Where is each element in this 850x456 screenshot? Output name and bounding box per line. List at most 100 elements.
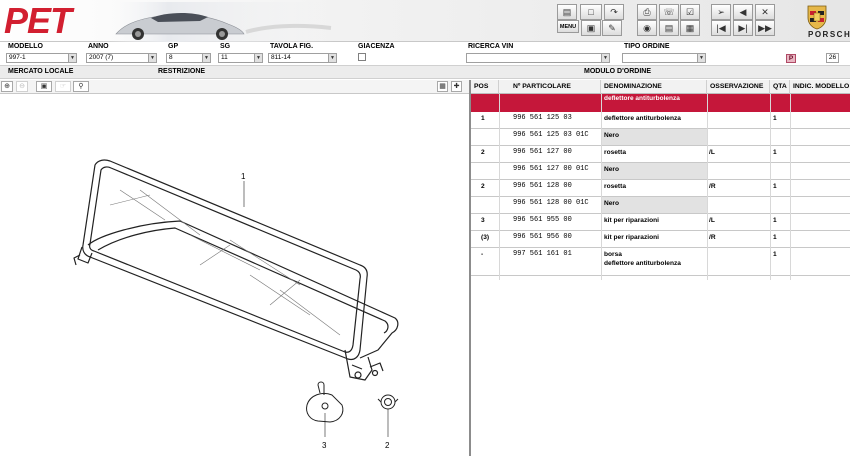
last-page-button[interactable]: ▶| xyxy=(733,20,753,36)
part-number-cell: 996 561 125 03 xyxy=(513,114,572,122)
col-header-qty[interactable]: QTA xyxy=(770,80,790,94)
gp-label: GP xyxy=(168,43,179,50)
mercato-locale-label[interactable]: MERCATO LOCALE xyxy=(8,68,74,75)
col-header-part-number[interactable]: Nº PARTICOLARE xyxy=(499,80,601,94)
close-icon: ✕ xyxy=(761,6,769,17)
zoom-out-button[interactable]: ⊖ xyxy=(16,81,28,92)
observation-cell: /L xyxy=(709,217,715,224)
col-divider xyxy=(770,94,771,280)
observation-cell: /R xyxy=(709,183,716,190)
pin-button[interactable]: ➢ xyxy=(711,4,731,20)
giacenza-checkbox[interactable] xyxy=(358,53,366,61)
sg-value: 11 xyxy=(221,54,228,61)
first-page-button[interactable]: |◀ xyxy=(711,20,731,36)
frame-button[interactable]: ▣ xyxy=(581,20,601,36)
pos-cell: - xyxy=(481,251,484,258)
ricerca-vin-select[interactable]: ▼ xyxy=(466,53,610,63)
part-number-cell: 996 561 127 00 xyxy=(513,148,572,156)
tools-button[interactable]: ✎ xyxy=(602,20,622,36)
fax-button[interactable]: ☏ xyxy=(659,4,679,20)
callout-2: 2 xyxy=(385,441,390,450)
camera-icon: ◉ xyxy=(643,22,651,33)
document-icon: ▤ xyxy=(664,22,674,33)
qty-cell: 1 xyxy=(773,183,777,190)
tools-icon: ✎ xyxy=(608,22,616,33)
modello-select[interactable]: 997-1▼ xyxy=(6,53,77,63)
chevron-down-icon: ▼ xyxy=(202,54,210,62)
gp-select[interactable]: 8▼ xyxy=(166,53,211,63)
tavola-select[interactable]: 811-14▼ xyxy=(268,53,337,63)
zoom-in-button[interactable]: ⊕ xyxy=(1,81,13,92)
menu-button[interactable]: MENU xyxy=(557,20,579,33)
pan-button[interactable]: ☞ xyxy=(55,81,71,92)
part-number-cell: 996 561 956 00 xyxy=(513,233,572,241)
col-header-pos[interactable]: POS xyxy=(471,80,499,94)
pos-cell: 3 xyxy=(481,217,485,224)
color-variant-cell xyxy=(601,129,707,145)
fit-view-button[interactable]: □ xyxy=(580,4,602,20)
priority-badge[interactable]: P xyxy=(786,54,796,63)
qty-cell: 1 xyxy=(773,115,777,122)
next-page-icon: ▶▶ xyxy=(758,22,772,33)
camera-button[interactable]: ◉ xyxy=(637,20,657,36)
fit-window-button[interactable]: ▦ xyxy=(437,81,448,92)
chevron-down-icon: ▼ xyxy=(328,54,336,62)
cart-add-button[interactable]: ☑ xyxy=(680,4,700,20)
tavola-label: TAVOLA FIG. xyxy=(270,43,314,50)
selected-row[interactable]: deflettore antiturbolenza xyxy=(471,94,850,112)
search-button[interactable]: ⚲ xyxy=(73,81,89,92)
sg-select[interactable]: 11▼ xyxy=(218,53,263,63)
fit-window-icon: ▦ xyxy=(439,83,446,90)
car-banner-image xyxy=(96,2,336,42)
pointer-icon: ↷ xyxy=(610,6,618,17)
restrizione-label[interactable]: RESTRIZIONE xyxy=(158,68,206,75)
pan-icon: ☞ xyxy=(59,83,67,90)
part-number-cell: 996 561 128 00 xyxy=(513,182,572,190)
pet-logo: PET xyxy=(4,0,72,41)
exploded-parts-diagram[interactable]: 1 3 2 xyxy=(0,95,469,456)
expand-button[interactable]: ✚ xyxy=(451,81,462,92)
next-page-button[interactable]: ▶▶ xyxy=(755,20,775,36)
description-cell: Nero xyxy=(604,200,620,207)
col-header-description[interactable]: DENOMINAZIONE xyxy=(601,80,707,94)
tipo-ordine-label: TIPO ORDINE xyxy=(624,43,670,50)
observation-cell: /L xyxy=(709,149,715,156)
anno-select[interactable]: 2007 (7)▼ xyxy=(86,53,157,63)
modulo-ordine-label[interactable]: MODULO D'ORDINE xyxy=(584,68,651,75)
zoom-area-button[interactable]: ▣ xyxy=(36,81,52,92)
pointer-tool-button[interactable]: ↷ xyxy=(604,4,624,20)
panel-splitter[interactable] xyxy=(469,80,471,456)
bookmark-button[interactable]: ▤ xyxy=(557,4,577,20)
observation-cell: /R xyxy=(709,234,716,241)
back-button[interactable]: ◀ xyxy=(733,4,753,20)
header-bar: PET ▤ □ ↷ MENU ▣ ✎ ⎙ ☏ ☑ xyxy=(0,0,850,42)
document-button[interactable]: ▤ xyxy=(659,20,679,36)
table-row[interactable]: 2 996 561 128 00 rosetta/R 1 xyxy=(471,180,850,197)
frame-icon: ▣ xyxy=(586,22,596,33)
giacenza-label: GIACENZA xyxy=(358,43,395,50)
col-header-model[interactable]: INDIC. MODELLO xyxy=(790,80,850,94)
tipo-ordine-select[interactable]: ▼ xyxy=(622,53,706,63)
bookmark-icon: ▤ xyxy=(562,6,572,17)
col-header-observation[interactable]: OSSERVAZIONE xyxy=(707,80,770,94)
pos-cell: 1 xyxy=(481,115,485,122)
color-variant-cell xyxy=(601,163,707,179)
description-cell-line2: deflettore antiturbolenza xyxy=(604,260,681,267)
description-cell: rosetta xyxy=(604,183,626,190)
fax-icon: ☏ xyxy=(663,6,675,17)
print-button[interactable]: ⎙ xyxy=(637,4,657,20)
pos-cell: 2 xyxy=(481,183,485,190)
qty-cell: 1 xyxy=(773,217,777,224)
close-button[interactable]: ✕ xyxy=(755,4,775,20)
col-divider xyxy=(499,94,500,280)
cart-button[interactable]: ▦ xyxy=(680,20,700,36)
shopping-cart-icon: ▦ xyxy=(685,22,695,33)
